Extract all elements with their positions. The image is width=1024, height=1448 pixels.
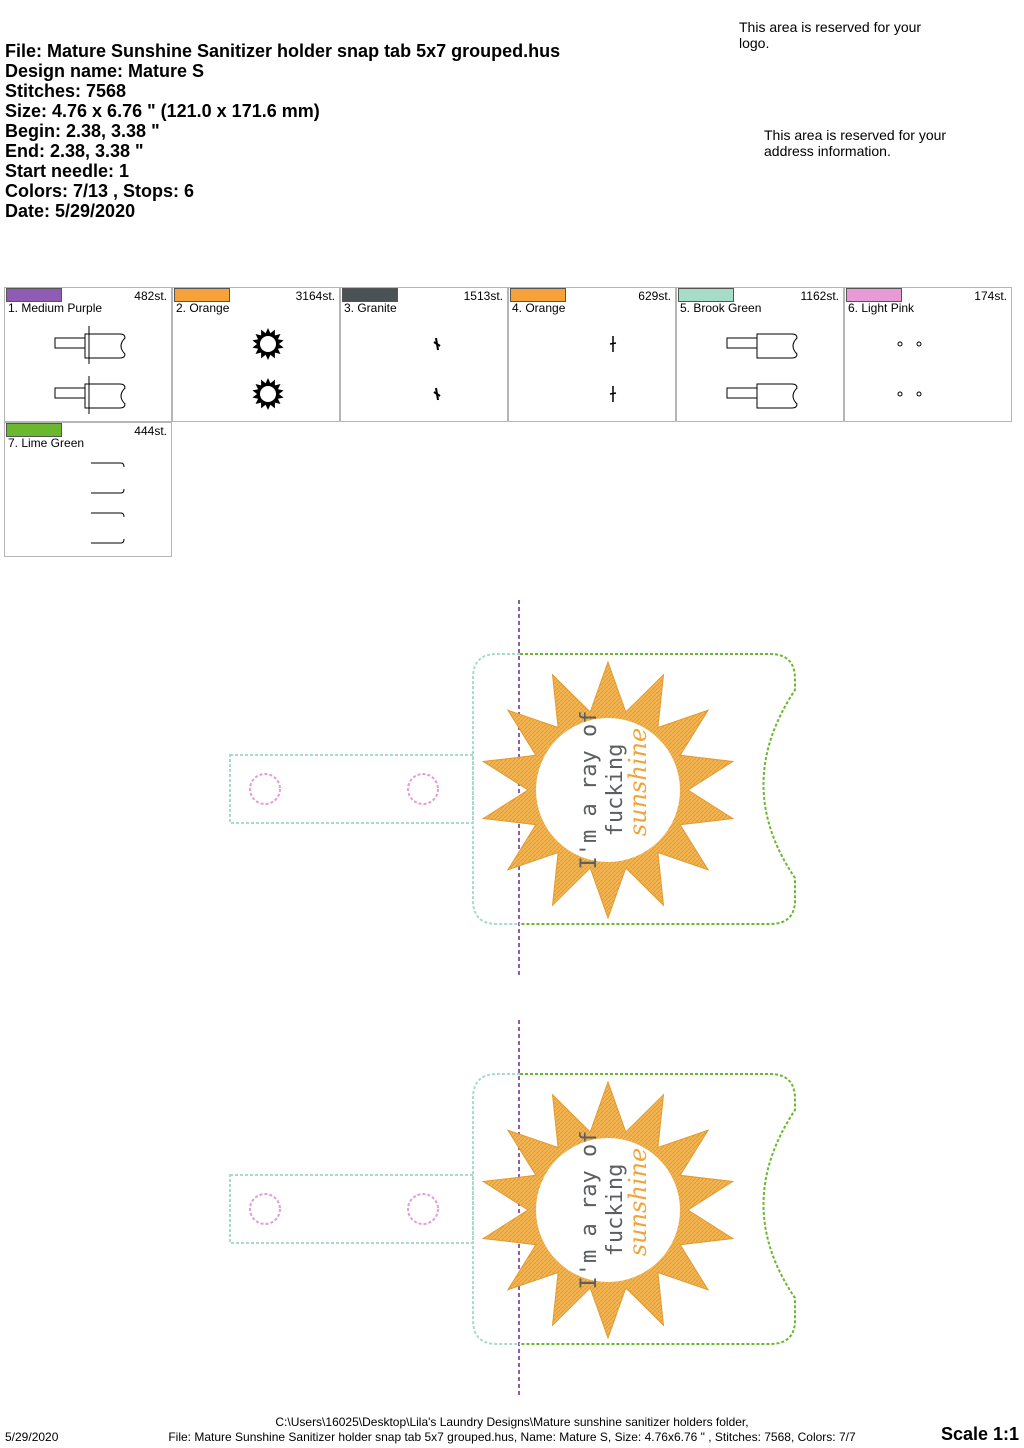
color-cell: 1513st. 3. Granite <box>340 287 508 422</box>
design-name: Design name: Mature S <box>5 61 205 81</box>
text-line-2: fucking <box>603 744 628 837</box>
sanitizer-holder: I'm a ray of fucking sunshine <box>229 600 796 978</box>
text-line-2: fucking <box>603 1164 628 1257</box>
color-name: 1. Medium Purple <box>8 301 103 315</box>
color-swatch <box>846 288 902 302</box>
sun-icon <box>252 328 284 410</box>
snap-mark <box>249 1193 281 1225</box>
embroidery-text: I'm a ray of fucking sunshine <box>577 711 652 870</box>
text-script: sunshine <box>624 728 652 836</box>
color-cell: 1162st. 5. Brook Green <box>676 287 844 422</box>
snap-mark <box>407 1193 439 1225</box>
color-swatch <box>678 288 734 302</box>
stitch-count-label: 1162st. <box>800 289 839 303</box>
sanitizer-holder: I'm a ray of fucking sunshine <box>229 1020 796 1398</box>
text-mark-icon <box>609 336 617 402</box>
color-swatch <box>6 423 62 437</box>
begin-point: Begin: 2.38, 3.38 " <box>5 121 160 141</box>
stitch-count-label: 174st. <box>974 289 1007 303</box>
scale-label: Scale 1:1 <box>940 1424 1019 1444</box>
snap-mark <box>249 773 281 805</box>
snap-tab <box>229 1174 474 1244</box>
embroidery-text: I'm a ray of fucking sunshine <box>577 1131 652 1290</box>
file-name: File: Mature Sunshine Sanitizer holder s… <box>5 41 561 61</box>
stitch-count-label: 1513st. <box>463 289 503 303</box>
colors-stops: Colors: 7/13 , Stops: 6 <box>5 181 195 201</box>
snap-tab <box>229 754 474 824</box>
stitch-count: Stitches: 7568 <box>5 81 127 101</box>
design-date: Date: 5/29/2020 <box>5 201 136 221</box>
color-swatch <box>174 288 230 302</box>
text-script: sunshine <box>624 1148 652 1256</box>
snap-mark <box>407 773 439 805</box>
stitch-count-label: 629st. <box>638 289 671 303</box>
logo-placeholder: This area is reserved for your logo. <box>739 19 922 51</box>
color-swatch <box>342 288 398 302</box>
holder-outline-icon <box>726 333 798 409</box>
color-cell: 482st. 1. Medium Purple <box>4 287 172 422</box>
color-cell: 629st. 4. Orange <box>508 287 676 422</box>
mini-sun-center <box>260 386 276 402</box>
color-cell: 3164st. 2. Orange <box>172 287 340 422</box>
color-name: 4. Orange <box>512 301 566 315</box>
end-point: End: 2.38, 3.38 " <box>5 141 144 161</box>
stitch-count-label: 482st. <box>134 289 167 303</box>
color-sequence: 482st. 1. Medium Purple 3164st. 2. Orang… <box>4 287 1014 559</box>
color-name: 2. Orange <box>176 301 230 315</box>
design-info: File: Mature Sunshine Sanitizer holder s… <box>5 41 560 221</box>
stitch-count-label: 444st. <box>134 424 167 438</box>
footer-date: 5/29/2020 <box>5 1430 59 1444</box>
color-swatch <box>510 288 566 302</box>
holder-outline <box>472 1073 520 1345</box>
design-size: Size: 4.76 x 6.76 " (121.0 x 171.6 mm) <box>5 101 320 121</box>
snap-dots-icon <box>897 341 922 397</box>
text-line-1: I'm a ray of <box>577 1131 602 1290</box>
holder-outline-top <box>520 1073 796 1345</box>
text-mark-icon <box>433 337 441 401</box>
color-swatch <box>6 288 62 302</box>
embroidery-preview: I'm a ray of fucking sunshine I'm a ray … <box>229 600 796 1398</box>
sun-center <box>536 1138 680 1282</box>
holder-outline-icon <box>54 326 126 414</box>
footer-path: C:\Users\16025\Desktop\Lila's Laundry De… <box>275 1415 749 1429</box>
outline-segments-icon <box>91 462 125 544</box>
footer-file-info: File: Mature Sunshine Sanitizer holder s… <box>168 1430 856 1444</box>
color-name: 5. Brook Green <box>680 301 762 315</box>
sun-center <box>536 718 680 862</box>
address-placeholder: This area is reserved for your address i… <box>764 127 947 159</box>
color-name: 7. Lime Green <box>8 436 85 450</box>
start-needle: Start needle: 1 <box>5 161 130 181</box>
holder-outline <box>472 653 520 925</box>
stitch-count-label: 3164st. <box>295 289 335 303</box>
color-cell: 444st. 7. Lime Green <box>4 422 172 557</box>
holder-outline-top <box>520 653 796 925</box>
color-name: 3. Granite <box>344 301 397 315</box>
color-cell: 174st. 6. Light Pink <box>844 287 1012 422</box>
mini-sun-center <box>260 336 276 352</box>
color-name: 6. Light Pink <box>848 301 915 315</box>
text-line-1: I'm a ray of <box>577 711 602 870</box>
